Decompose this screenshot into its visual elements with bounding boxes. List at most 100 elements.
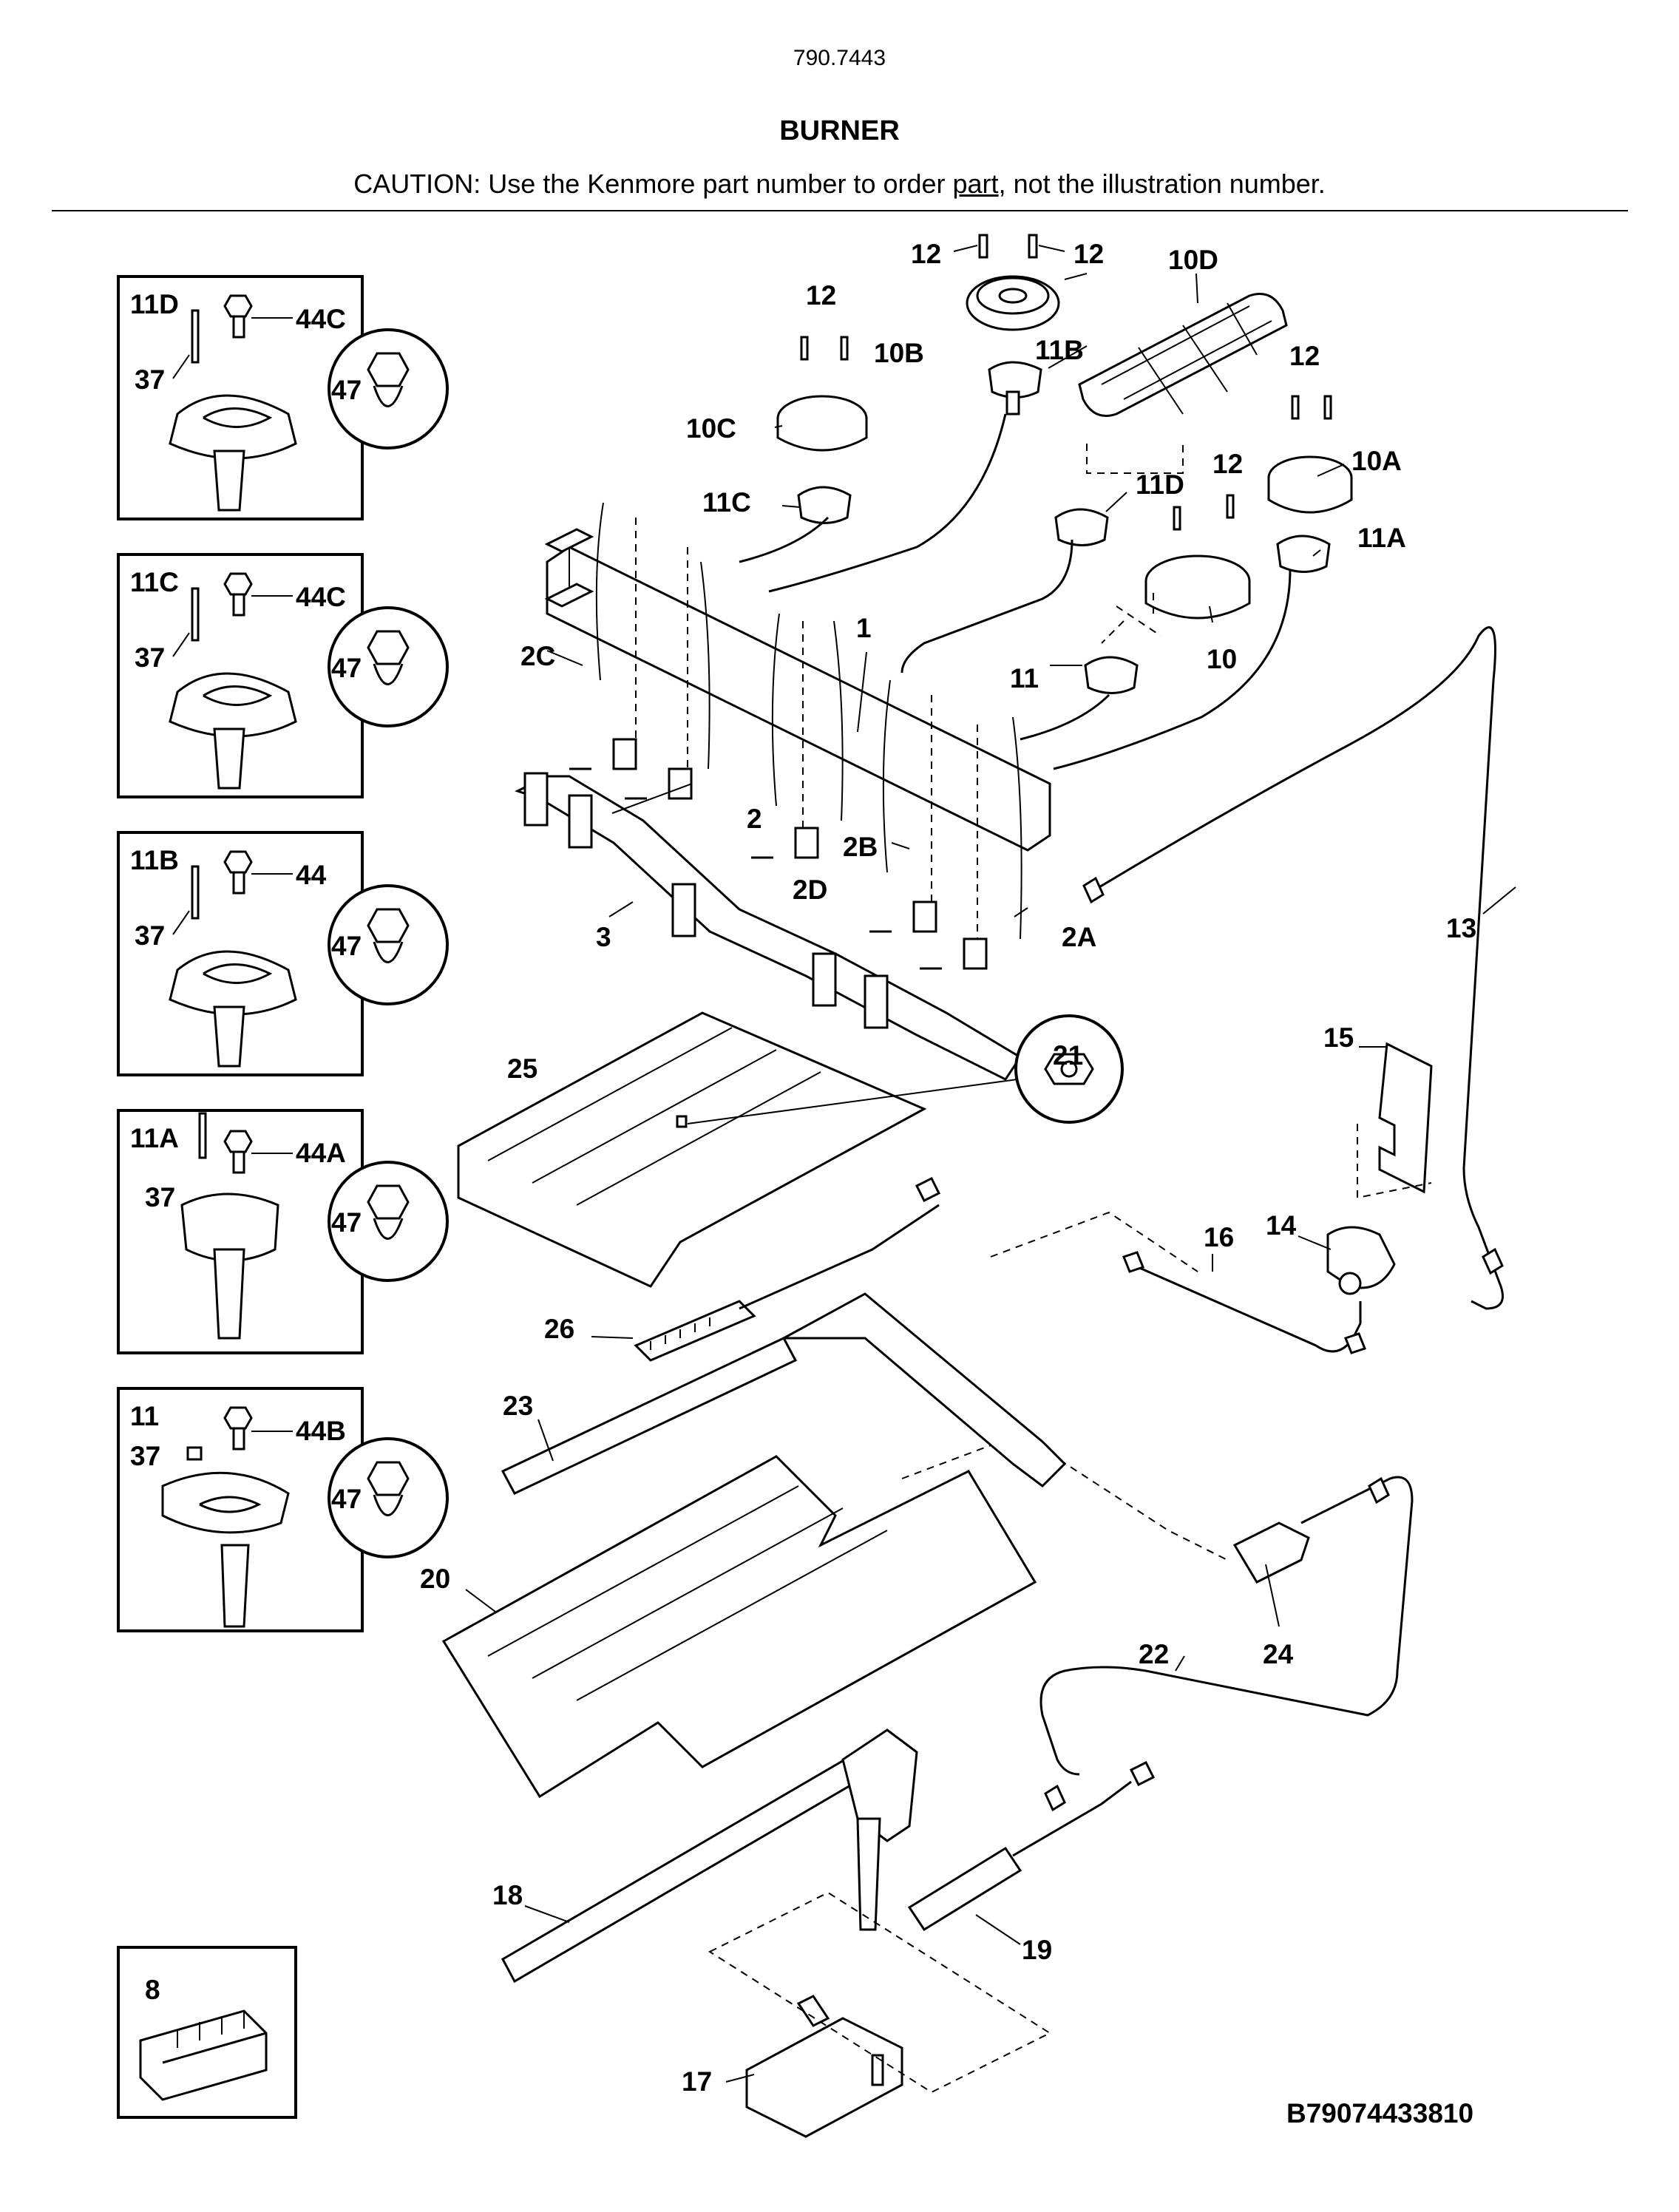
burner-base-icon <box>988 361 1042 398</box>
burner-head-10 <box>1144 554 1251 620</box>
orifice-icon <box>367 630 410 685</box>
valve-fitting-24 <box>1039 1476 1414 1812</box>
valve-alignment-lines <box>635 518 978 939</box>
callout-3: 3 <box>596 922 611 952</box>
inset-label: 44 <box>296 860 327 890</box>
burner-valve-stem-icon <box>213 727 245 790</box>
valve-icon <box>920 937 988 970</box>
connector-icon <box>915 1176 941 1203</box>
burner-tube-icon <box>501 1337 798 1495</box>
cap-screw-pair-top <box>953 234 1065 259</box>
callout-2b: 2B <box>843 832 878 862</box>
burner-base-icon <box>161 1471 290 1534</box>
inset-label: 47 <box>331 931 362 961</box>
broil-shield-25 <box>457 1011 927 1288</box>
callout-11d: 11D <box>1136 469 1184 500</box>
leader-lines <box>465 273 1516 2083</box>
inset-label: 47 <box>331 1207 362 1238</box>
inset-label: 37 <box>135 642 165 673</box>
callout-12: 12 <box>911 239 941 269</box>
tube-16 <box>1122 1251 1366 1354</box>
burner-base-icon <box>180 1192 279 1262</box>
alignment-lines <box>1086 444 1184 644</box>
callout-11: 11 <box>1010 663 1039 693</box>
burner-supply-tubes <box>739 413 1292 770</box>
orifice-icon <box>367 908 410 963</box>
burner-base-icon <box>1276 535 1331 573</box>
tube-22-path <box>1039 1476 1414 1776</box>
orifice-icon <box>367 1184 410 1240</box>
regulator-icon <box>1326 1226 1396 1289</box>
inset-box-11b: 11B 44 37 47 <box>117 831 449 1076</box>
rail-tab-icon <box>523 772 889 1029</box>
callout-2c: 2C <box>520 641 555 671</box>
callout-11c: 11C <box>702 487 751 518</box>
burner-tube-mixer-icon <box>783 1292 1067 1487</box>
assembly-dashed-box <box>901 1211 1228 1561</box>
igniter-icon <box>907 1846 1022 1932</box>
orifice-spud-icon <box>223 1406 253 1451</box>
burner-base-icon <box>169 394 297 460</box>
burner-cap-10d <box>1078 293 1288 417</box>
manifold-bar-icon <box>546 546 1051 852</box>
inset-box-11: 11 44B 37 47 <box>117 1387 449 1632</box>
screw-icon <box>1173 494 1235 531</box>
igniter-26 <box>634 1176 941 1362</box>
safety-valve-17 <box>708 1891 1052 2138</box>
burner-base-11d <box>1054 494 1235 546</box>
bake-shield-icon <box>441 1455 1037 1799</box>
burner-valves <box>569 738 988 970</box>
connector-icon <box>1129 1760 1156 1787</box>
inset-label: 44A <box>296 1138 346 1168</box>
caution-part-link[interactable]: part <box>952 169 999 199</box>
burner-base-11a <box>1276 535 1331 573</box>
callout-2: 2 <box>747 804 762 834</box>
callout-19: 19 <box>1022 1935 1052 1965</box>
tube-fitting-icon <box>1082 876 1504 1275</box>
model-number: 790.7443 <box>793 46 886 70</box>
burner-head-10b <box>966 275 1060 331</box>
callout-22: 22 <box>1139 1639 1169 1669</box>
igniter-19 <box>907 1760 1156 1932</box>
burner-valve-stem-icon <box>213 1248 245 1340</box>
oval-burner-cap-icon <box>1078 293 1288 417</box>
burner-base-icon <box>1054 508 1109 546</box>
callout-10: 10 <box>1207 644 1237 674</box>
inset-title: 11 <box>130 1401 159 1431</box>
callout-1: 1 <box>856 613 872 643</box>
orifice-spud-icon <box>223 294 253 339</box>
burner-base-11b <box>988 361 1042 415</box>
screw-icon <box>198 1112 207 1159</box>
screw-icon <box>978 234 1038 259</box>
valve-icon <box>569 738 637 770</box>
callout-25: 25 <box>507 1054 537 1084</box>
header-divider <box>52 210 1628 211</box>
callout-labels: 12 12 10D 12 10B 11B 12 10C 11C 12 10A 1… <box>420 239 1476 2097</box>
inset-title: 11B <box>130 845 179 875</box>
screw-icon <box>186 1446 203 1461</box>
burner-base-11c <box>797 486 852 524</box>
inset-label: 37 <box>135 920 165 951</box>
valve-bracket-wires <box>595 502 1022 940</box>
screw-icon <box>800 336 849 361</box>
inset-title: 8 <box>145 1975 160 2005</box>
callout-15: 15 <box>1323 1022 1354 1053</box>
front-rail-icon <box>515 775 1022 1081</box>
inset-title: 11D <box>130 289 179 319</box>
inset-label: 47 <box>331 375 362 405</box>
regulator-14 <box>1326 1226 1396 1295</box>
inset-box-8: 8 <box>117 1946 297 2119</box>
section-title: BURNER <box>779 115 900 146</box>
callout-24: 24 <box>1263 1639 1294 1669</box>
inset-label: 47 <box>331 653 362 683</box>
inset-label: 37 <box>145 1182 175 1212</box>
bracket-15 <box>1357 1042 1433 1199</box>
inset-title: 11A <box>130 1123 179 1153</box>
callout-2a: 2A <box>1062 922 1096 952</box>
callout-11a: 11A <box>1357 523 1406 553</box>
burner-base-icon <box>169 950 297 1016</box>
burner-valve-stem-icon <box>220 1544 250 1628</box>
callout-14: 14 <box>1266 1210 1297 1241</box>
bake-shield-20 <box>441 1455 1037 1799</box>
diagram-code: B79074433810 <box>1286 2098 1474 2128</box>
